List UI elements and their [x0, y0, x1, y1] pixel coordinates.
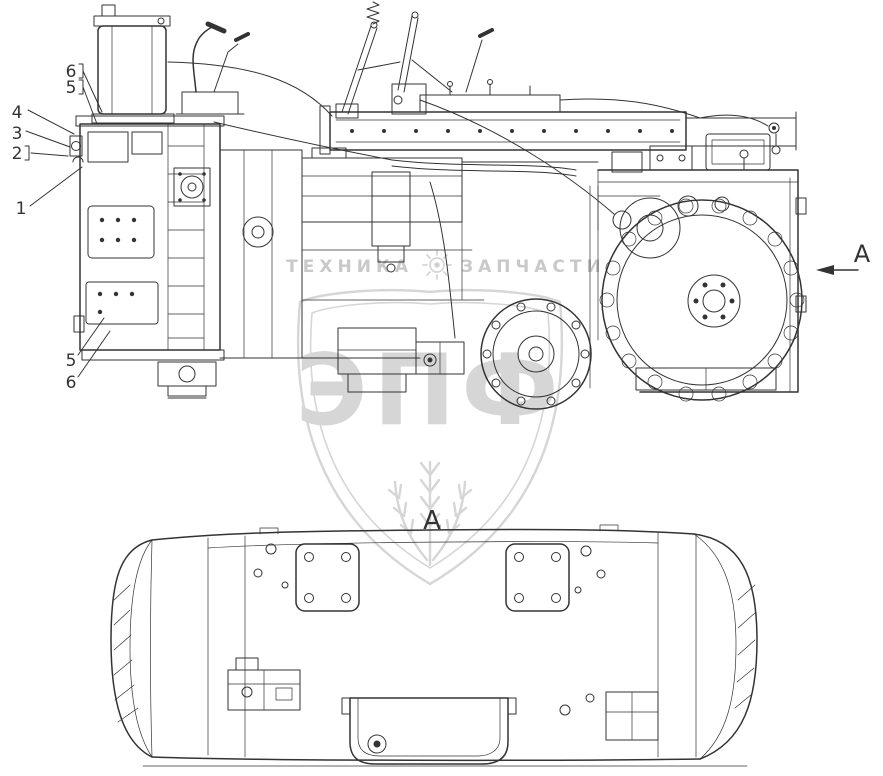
section-arrow-label: A — [854, 240, 871, 268]
callout-leaders — [24, 63, 111, 378]
shift-lever — [175, 21, 250, 115]
watermark-tagline-left: ТЕХНИКА — [286, 257, 413, 277]
section-arrow-icon — [816, 265, 834, 275]
transmission-side-view — [69, 1, 807, 410]
callout-labels: 6 5 4 3 2 1 5 6 — [12, 62, 77, 393]
axle-body — [110, 524, 758, 767]
gearbox-housing — [69, 115, 225, 399]
callout-6-top: 6 — [66, 62, 77, 82]
axle-bracket — [227, 657, 301, 711]
range-housing — [597, 133, 807, 393]
view-a-label: A — [423, 506, 441, 536]
oil-reservoir — [91, 4, 175, 124]
callout-5-bottom: 5 — [66, 351, 77, 371]
callout-6-bottom: 6 — [66, 373, 77, 393]
callout-1: 1 — [16, 199, 27, 219]
wheat-emblem — [387, 460, 473, 567]
axle-rear-view — [110, 524, 758, 767]
section-arrow: A — [816, 240, 871, 275]
watermark-tagline-right: ЗАПЧАСТИ — [461, 257, 606, 277]
callout-5-top: 5 — [66, 78, 77, 98]
control-levers — [335, 1, 494, 119]
callout-3: 3 — [12, 124, 23, 144]
callout-2: 2 — [12, 144, 23, 164]
watermark-brand: ЭПФ — [295, 334, 564, 448]
frame-rails — [319, 79, 797, 155]
oil-sump — [341, 697, 517, 765]
output-flange — [480, 298, 592, 410]
watermark: ЭПФ ТЕХНИКА ЗАПЧАСТИ — [286, 250, 606, 586]
mounting-plate-left — [295, 543, 360, 612]
callout-4: 4 — [12, 103, 23, 123]
axle-right-box — [605, 691, 659, 741]
pipes — [167, 61, 615, 339]
clutch-housing — [219, 147, 599, 393]
final-drive — [599, 198, 805, 402]
mounting-plate-right — [505, 543, 570, 612]
